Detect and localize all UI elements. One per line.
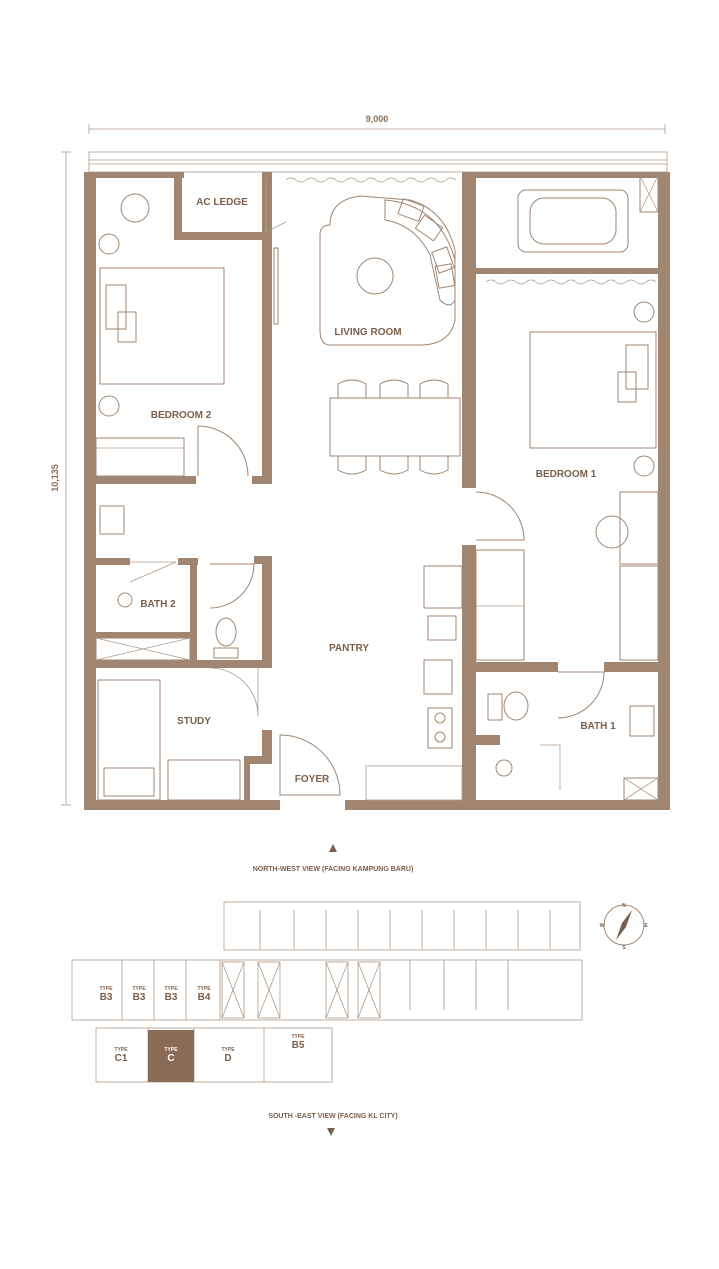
compass-east-label: E	[644, 923, 648, 929]
unit-type-word: TYPE	[197, 986, 211, 992]
unit-type-word: TYPE	[132, 986, 146, 992]
unit-type-word: TYPE	[164, 1047, 178, 1053]
unit-type-word: TYPE	[114, 1047, 128, 1053]
height-dimension-label: 10,135	[50, 464, 60, 492]
unit-label-b3-c: B3	[165, 992, 178, 1003]
key-plan: TYPE B3 TYPE B3 TYPE B3 TYPE B4 TYPE C1 …	[71, 901, 583, 1083]
unit-type-word: TYPE	[291, 1034, 305, 1040]
bath-fixtures	[95, 505, 655, 790]
compass-south-label: S	[622, 945, 626, 951]
north-west-view-label: NORTH-WEST VIEW (FACING KAMPUNG BARU)	[253, 866, 414, 873]
compass-north-label: N	[622, 903, 626, 909]
study-furniture	[97, 679, 241, 801]
living-furniture	[273, 177, 461, 475]
interior-walls	[84, 172, 660, 810]
room-label-study: STUDY	[177, 716, 211, 727]
south-east-view-label: SOUTH -EAST VIEW (FACING KL CITY)	[268, 1113, 397, 1120]
bedroom2-furniture	[95, 193, 225, 477]
highlighted-unit-box	[148, 1030, 194, 1082]
unit-label-b3-a: B3	[100, 992, 113, 1003]
window-strip	[88, 151, 668, 173]
width-dimension-label: 9,000	[366, 114, 389, 124]
width-dimension: 9,000	[88, 114, 666, 134]
room-label-bath-1: BATH 1	[580, 721, 616, 732]
unit-type-word: TYPE	[221, 1047, 235, 1053]
outer-walls	[84, 172, 670, 810]
unit-type-word: TYPE	[99, 986, 113, 992]
north-west-arrow-icon	[329, 844, 337, 852]
unit-label-d: D	[224, 1053, 231, 1064]
room-label-ac-ledge: AC LEDGE	[196, 197, 248, 208]
room-label-foyer: FOYER	[295, 774, 330, 785]
unit-label-c1: C1	[115, 1053, 128, 1064]
room-label-living-room: LIVING ROOM	[334, 327, 401, 338]
room-label-pantry: PANTRY	[329, 643, 369, 654]
unit-label-b5: B5	[292, 1040, 305, 1051]
compass-west-label: W	[600, 923, 605, 929]
room-label-bedroom-1: BEDROOM 1	[536, 469, 597, 480]
room-label-bedroom-2: BEDROOM 2	[151, 410, 212, 421]
pantry-fixtures	[365, 565, 463, 801]
bedroom1-furniture	[475, 189, 659, 661]
unit-label-c: C	[167, 1053, 174, 1064]
doors	[129, 178, 605, 796]
unit-type-word: TYPE	[164, 986, 178, 992]
height-dimension: 10,135	[50, 151, 71, 806]
south-east-arrow-icon	[327, 1128, 335, 1136]
unit-label-b4: B4	[198, 992, 211, 1003]
room-label-bath-2: BATH 2	[140, 599, 176, 610]
unit-label-b3-b: B3	[133, 992, 146, 1003]
compass-icon: N S E W	[600, 903, 649, 951]
